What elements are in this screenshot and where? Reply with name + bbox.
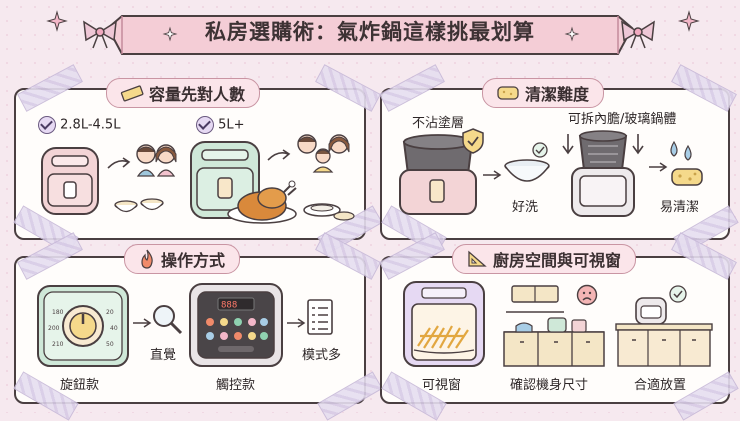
magnifier-icon: [153, 305, 183, 335]
svg-text:210: 210: [52, 341, 64, 348]
sponge-icon: [497, 86, 519, 100]
easy-clean-label: 易清潔: [660, 200, 700, 215]
arrow-icon: [107, 157, 131, 169]
svg-text:50: 50: [106, 341, 114, 348]
roast-chicken-illustration: [227, 180, 355, 224]
size-check-label: 確認機身尺寸: [510, 378, 589, 393]
bowls-illustration: [114, 198, 164, 213]
page-title: 私房選購術：氣炸鍋這樣挑最划算: [205, 20, 535, 44]
touch-label: 觸控款: [216, 378, 256, 393]
svg-text:200: 200: [48, 325, 60, 332]
arrow-icon: [287, 318, 306, 328]
flame-icon: [141, 249, 153, 269]
arrow-icon: [267, 149, 291, 161]
operation-heading-text: 操作方式: [161, 251, 226, 270]
option-small-text: 2.8L-4.5L: [60, 117, 121, 133]
sponge-icon: [671, 168, 703, 186]
svg-text:40: 40: [110, 325, 118, 332]
easy-wash-label: 好洗: [512, 200, 539, 215]
capacity-heading-text: 容量先對人數: [149, 85, 246, 104]
arrow-icon: [649, 162, 668, 172]
list-icon: [307, 299, 333, 335]
water-drop-icon: [670, 140, 692, 161]
shield-check-icon: [462, 128, 484, 154]
kitchen-counter-illustration: [503, 285, 605, 367]
modes-label: 模式多: [302, 348, 342, 363]
knob-label: 旋鈕款: [60, 378, 100, 393]
bowl-illustration: [504, 142, 550, 182]
couple-illustration: [136, 144, 177, 177]
touch-air-fryer-illustration: 888: [189, 283, 283, 367]
sparkle-icon: [162, 26, 178, 42]
placement-illustration: [615, 285, 713, 367]
svg-text:888: 888: [221, 301, 237, 311]
knob-air-fryer-illustration: 180 20 200 40 210 50: [37, 285, 129, 367]
operation-heading: 操作方式: [124, 244, 241, 274]
svg-text:180: 180: [52, 309, 64, 316]
sparkle-icon: [46, 10, 68, 32]
sparkle-icon: [678, 10, 700, 32]
removable-label: 可拆內膽/玻璃鍋體: [568, 112, 677, 127]
nonstick-basket-illustration: [399, 134, 477, 215]
svg-text:20: 20: [106, 309, 114, 316]
intuitive-label: 直覺: [150, 348, 177, 363]
triangle-ruler-icon: [468, 250, 487, 267]
family-illustration: [297, 134, 350, 173]
small-air-fryer-illustration: [41, 147, 99, 215]
kitchen-heading-text: 廚房空間與可視窗: [493, 251, 622, 270]
nonstick-label: 不沾塗層: [412, 116, 465, 131]
sparkle-icon: [564, 26, 580, 42]
capacity-heading: 容量先對人數: [106, 78, 261, 108]
check-icon: [196, 116, 214, 134]
window-air-fryer-illustration: [403, 281, 485, 367]
kitchen-heading: 廚房空間與可視窗: [452, 244, 637, 274]
check-icon: [38, 116, 56, 134]
arrow-icon: [483, 170, 502, 180]
bow-icon: [621, 20, 655, 49]
option-large-text: 5L+: [218, 117, 245, 133]
placement-label: 合適放置: [634, 378, 687, 393]
ruler-icon: [120, 85, 144, 102]
arrow-icon: [133, 318, 152, 328]
cleaning-heading: 清潔難度: [482, 78, 605, 108]
sad-face-icon: [576, 284, 598, 306]
removable-basket-illustration: [562, 130, 644, 217]
option-small-label: 2.8L-4.5L: [38, 116, 120, 134]
window-label: 可視窗: [422, 378, 462, 393]
option-large-label: 5L+: [196, 116, 245, 134]
bow-icon: [83, 20, 117, 49]
cleaning-heading-text: 清潔難度: [525, 85, 590, 104]
